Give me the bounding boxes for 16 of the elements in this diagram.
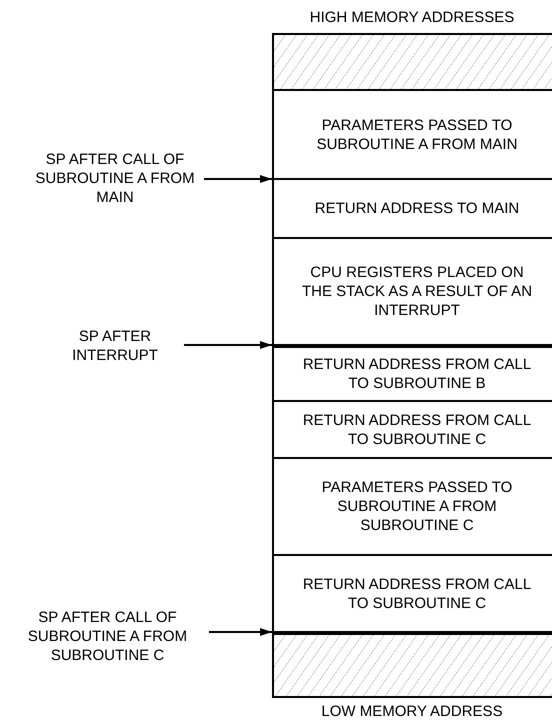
cell-text: RETURN ADDRESS FROM CALL TO SUBROUTINE C: [302, 574, 532, 612]
cell-text: RETURN ADDRESS FROM CALL TO SUBROUTINE B: [302, 355, 532, 393]
cell-text: RETURN ADDRESS TO MAIN: [314, 199, 520, 218]
pointer-label: SP AFTER CALL OF SUBROUTINE A FROM SUBROUTINE C: [26, 608, 188, 664]
pointer-label: SP AFTER INTERRUPT: [71, 327, 159, 365]
cell-text: PARAMETERS PASSED TO SUBROUTINE A FROM SUBROUTINE C: [320, 478, 514, 535]
arrow: [184, 341, 272, 349]
cell-text: CPU REGISTERS PLACED ON THE STACK AS A RESULT OF AN INTERRUPT: [300, 263, 534, 320]
cell-text: PARAMETERS PASSED TO SUBROUTINE A FROM MAIN: [316, 116, 518, 154]
cell-text: RETURN ADDRESS FROM CALL TO SUBROUTINE C: [302, 410, 532, 448]
arrow: [209, 628, 272, 636]
memory-address-label: HIGH MEMORY ADDRESSES: [310, 9, 514, 26]
memory-address-label: LOW MEMORY ADDRESS: [321, 703, 503, 720]
pointer-label: SP AFTER CALL OF SUBROUTINE A FROM MAIN: [34, 150, 196, 206]
arrow: [204, 175, 272, 183]
stack-cell: [272, 344, 552, 402]
